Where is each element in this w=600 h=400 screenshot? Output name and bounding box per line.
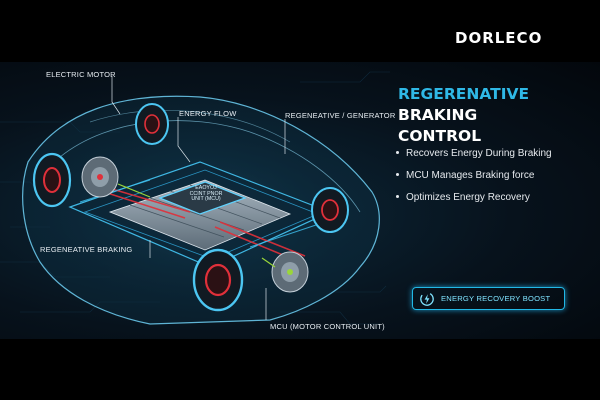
feature-text: Optimizes Energy Recovery — [406, 192, 530, 203]
callout-energy-flow: ENERGY FLOW — [179, 109, 237, 118]
callout-leaders — [111, 76, 286, 320]
energy-recovery-boost-badge[interactable]: ENERGY RECOVERY BOOST — [412, 287, 565, 310]
feature-list: Recovers Energy During Braking MCU Manag… — [392, 146, 592, 212]
feature-item: Optimizes Energy Recovery — [392, 190, 592, 205]
front-motor-graphic — [81, 156, 119, 198]
boost-label: ENERGY RECOVERY BOOST — [441, 294, 551, 303]
chip-label-line: CCINT PNOR — [189, 190, 223, 197]
wheel-rear-right — [311, 187, 349, 233]
callout-electric-motor: ELECTRIC MOTOR — [46, 70, 116, 79]
bottom-letterbox — [0, 339, 600, 400]
ev-chassis-illustration — [0, 71, 390, 332]
bullet-dot-icon — [396, 151, 399, 154]
slide: EAOYOJ CCINT PNOR UNIT (MCU) ELECTRIC MO… — [0, 62, 600, 339]
mcu-chip-graphic — [158, 181, 247, 215]
wheel-front-right — [135, 103, 169, 145]
feature-text: Recovers Energy During Braking — [406, 148, 552, 159]
callout-regen-braking: REGENEATIVE BRAKING — [40, 245, 133, 254]
bullet-dot-icon — [396, 173, 399, 176]
title-line2: CONTROL — [398, 127, 482, 145]
brand-logo: DORLECO — [455, 29, 543, 47]
car-window-line — [59, 120, 361, 213]
callout-regen-generator: REGENEATIVE / GENERATOR — [285, 111, 396, 120]
rear-motor-graphic — [271, 251, 309, 293]
feature-text: MCU Manages Braking force — [406, 170, 535, 181]
title-line1-rest: BRAKING — [398, 106, 478, 124]
wheel-front-left — [32, 152, 72, 208]
bullet-dot-icon — [396, 195, 399, 198]
feature-item: MCU Manages Braking force — [392, 168, 592, 183]
panel-title: REGERENATIVE BRAKING CONTROL — [398, 84, 593, 147]
chip-label-line: UNIT (MCU) — [191, 196, 221, 203]
title-accent-word: REGERENATIVE — [398, 85, 530, 103]
car-roof-line — [89, 109, 291, 143]
top-letterbox: DORLECO — [0, 0, 600, 62]
chip-label-line: EAOYOJ — [195, 185, 217, 191]
power-bolt-icon — [420, 291, 434, 306]
wheel-rear-left — [192, 248, 244, 312]
callout-mcu: MCU (MOTOR CONTROL UNIT) — [270, 322, 385, 331]
mcu-chip-label: EAOYOJ CCINT PNOR UNIT (MCU) — [183, 185, 229, 203]
feature-item: Recovers Energy During Braking — [392, 146, 592, 161]
